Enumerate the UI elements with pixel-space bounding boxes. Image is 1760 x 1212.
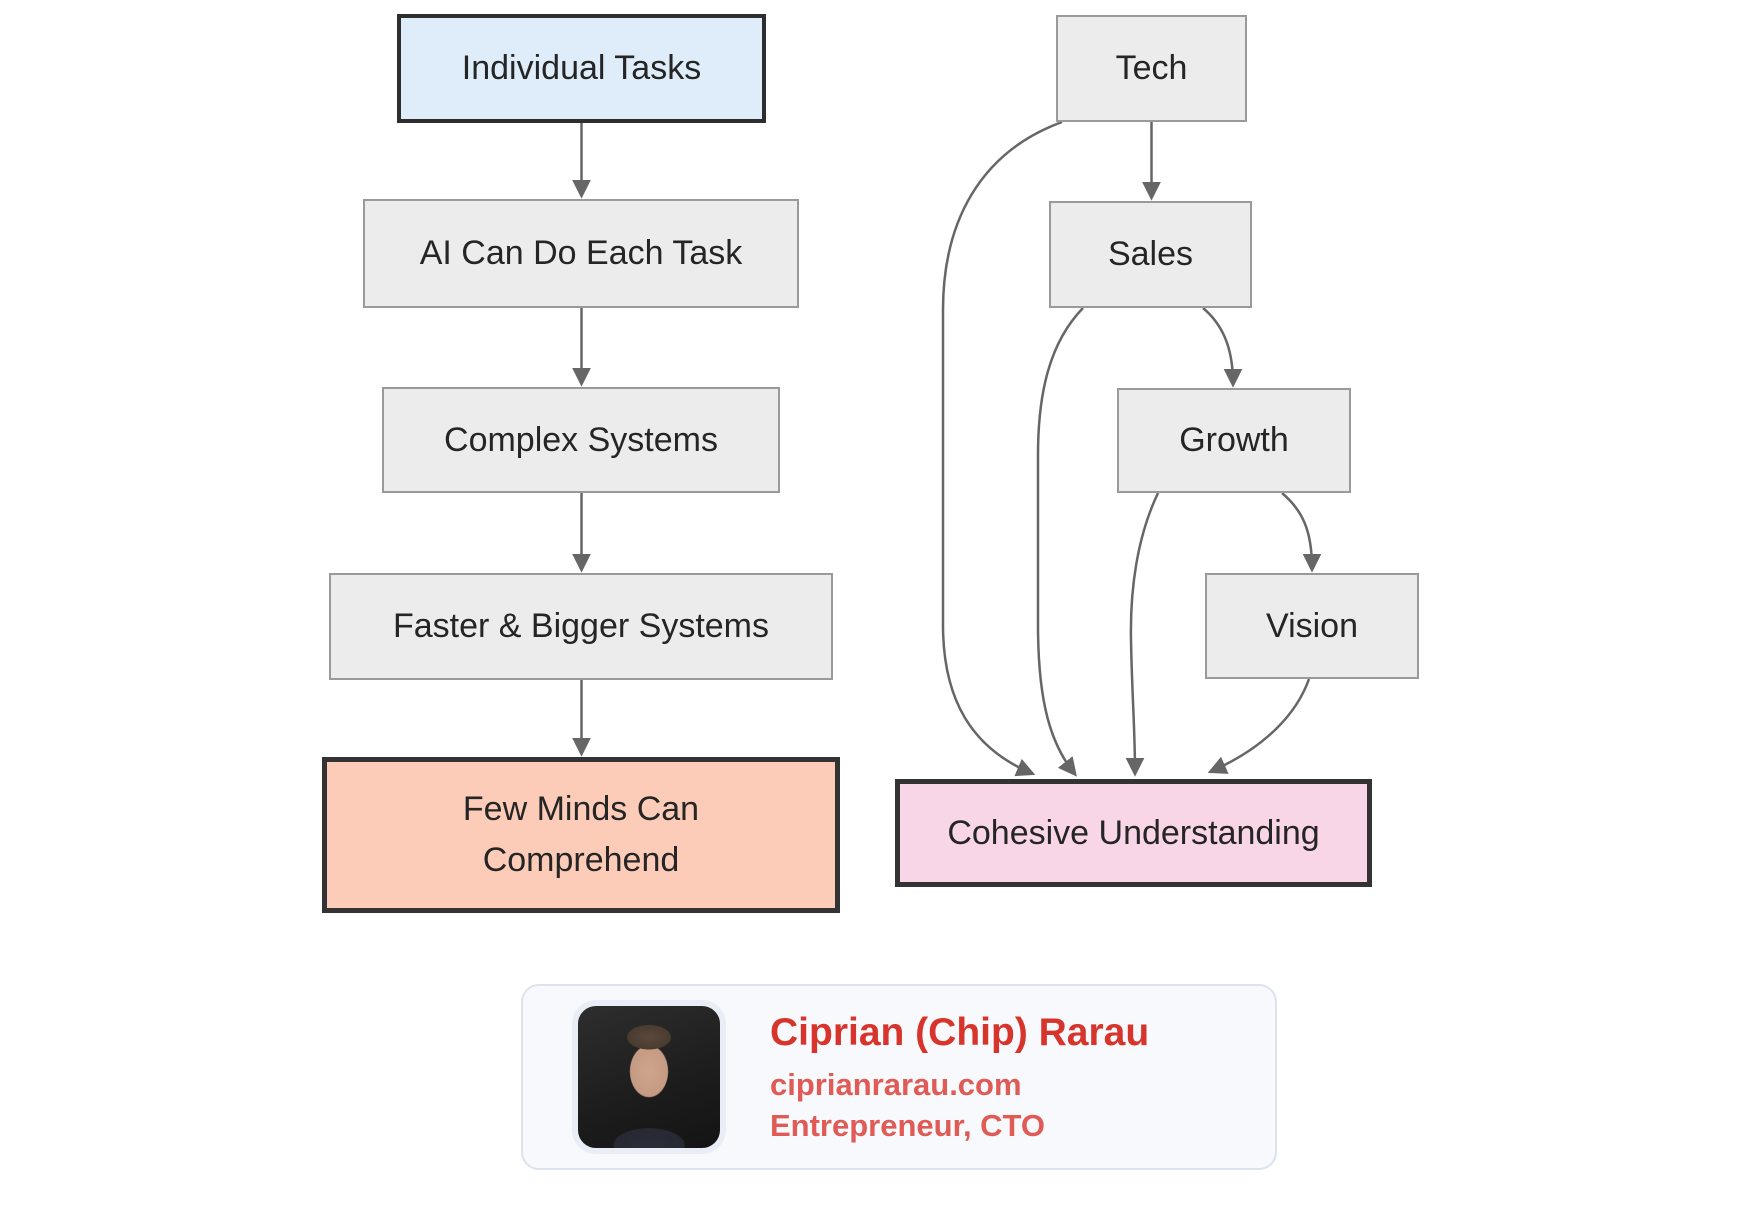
node-tech: Tech [1056,15,1247,122]
node-vision-label: Vision [1266,606,1358,645]
node-faster-bigger-systems: Faster & Bigger Systems [329,573,833,680]
author-role: Entrepreneur, CTO [770,1107,1046,1143]
edge-tech-to-cohesive-understanding [941,120,1063,777]
node-ai-can-do-each-task-label: AI Can Do Each Task [419,234,743,272]
author-website: ciprianrarau.com [770,1066,1022,1102]
edge-sales-to-growth [1202,307,1243,388]
author-photo [572,1000,726,1154]
node-individual-tasks: Individual Tasks [397,14,766,123]
node-cohesive-understanding: Cohesive Understanding [895,779,1372,887]
node-complex-systems-label: Complex Systems [444,420,718,459]
author-card-text: Ciprian (Chip) Rarau ciprianrarau.com En… [770,1011,1149,1143]
node-individual-tasks-label: Individual Tasks [461,49,702,87]
edge-sales-to-cohesive-understanding [1036,307,1084,777]
node-cohesive-understanding-label: Cohesive Understanding [947,813,1320,852]
node-growth: Growth [1117,388,1351,493]
node-faster-bigger-systems-label: Faster & Bigger Systems [392,607,769,645]
node-sales-label: Sales [1107,235,1194,273]
author-card: Ciprian (Chip) Rarau ciprianrarau.com En… [521,984,1277,1170]
author-name: Ciprian (Chip) Rarau [770,1010,1150,1054]
node-complex-systems: Complex Systems [382,387,780,493]
edge-growth-to-cohesive-understanding [1125,492,1160,777]
node-growth-label: Growth [1179,421,1289,459]
edge-vision-to-cohesive-understanding [1207,678,1311,774]
node-vision: Vision [1205,573,1419,679]
node-few-minds-can-comprehend-label: Few Minds Can Comprehend [462,790,700,879]
node-few-minds-can-comprehend: Few Minds Can Comprehend [322,757,840,913]
edge-growth-to-vision [1281,492,1322,573]
node-tech-label: Tech [1115,49,1188,87]
node-ai-can-do-each-task: AI Can Do Each Task [363,199,799,308]
node-sales: Sales [1049,201,1252,308]
